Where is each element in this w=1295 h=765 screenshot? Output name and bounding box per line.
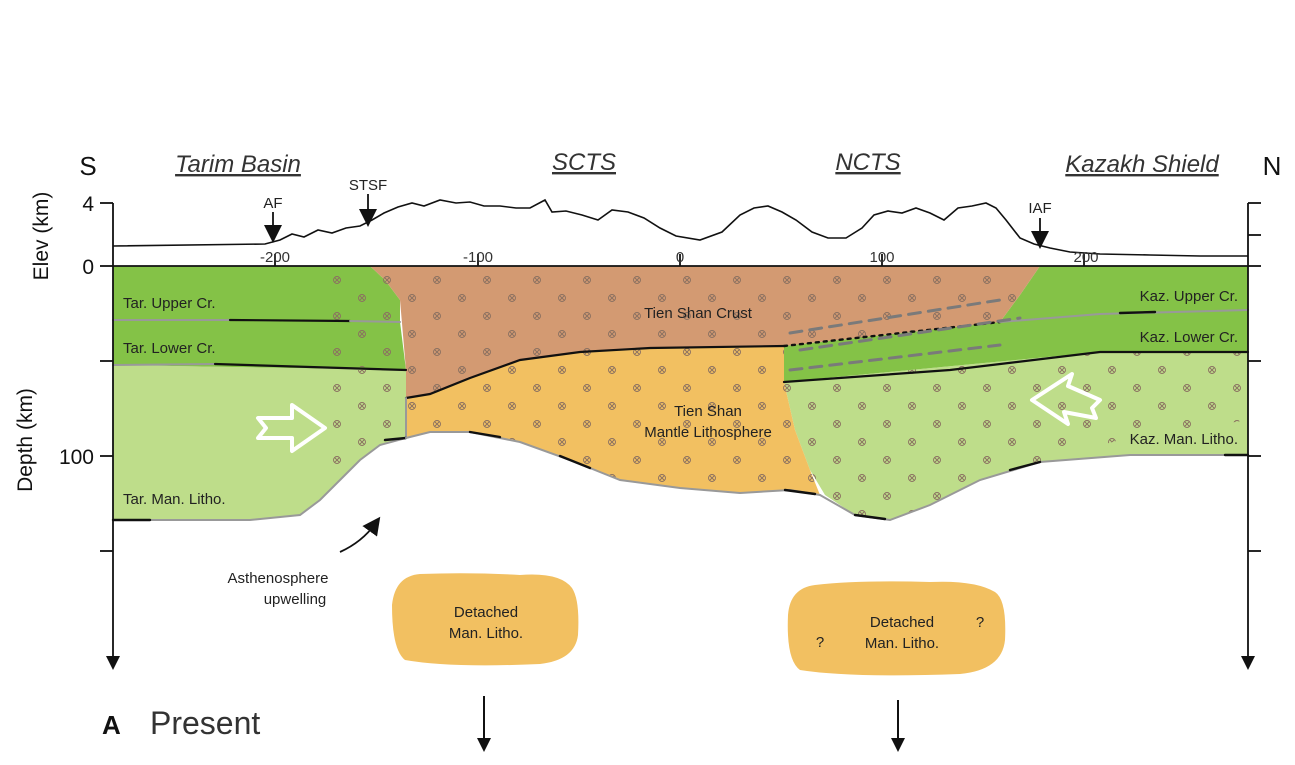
- fault-stsf-label: STSF: [349, 177, 387, 194]
- region-kazakh-shield: Kazakh Shield: [1065, 151, 1219, 178]
- direction-north: N: [1263, 151, 1282, 181]
- question-mark-left: ?: [816, 634, 824, 651]
- distance-tick: 0: [676, 249, 684, 266]
- label-kaz-upper-crust: Kaz. Upper Cr.: [1140, 288, 1238, 305]
- label-tienshan-mantle-line1: Tien Shan: [674, 403, 742, 420]
- elev-axis-label: Elev (km): [30, 192, 53, 281]
- depth-axis-label: Depth (km): [14, 388, 37, 492]
- label-detached-left-line1: Detached: [454, 604, 518, 621]
- ncts-fabric-lines: [788, 298, 1022, 372]
- tarim-upper-crust: [113, 266, 400, 322]
- elev-tick-4: 4: [82, 193, 94, 216]
- label-tar-upper-crust: Tar. Upper Cr.: [123, 295, 216, 312]
- elev-tick-0: 0: [82, 256, 94, 279]
- convergence-arrow-north: [1030, 372, 1102, 426]
- panel-letter: A: [102, 710, 121, 740]
- elevation-profile: [112, 198, 1248, 257]
- fault-iaf-label: IAF: [1028, 200, 1051, 217]
- fault-af-label: AF: [263, 195, 282, 212]
- label-kaz-mantle: Kaz. Man. Litho.: [1130, 431, 1238, 448]
- sinking-arrow-left: [477, 738, 491, 752]
- distance-tick: 200: [1073, 249, 1098, 266]
- region-ncts: NCTS: [835, 149, 900, 176]
- kazakh-upper-crust: [1000, 266, 1248, 322]
- distance-tick: -100: [463, 249, 493, 266]
- distance-tick: 100: [869, 249, 894, 266]
- label-upwelling-line1: Asthenosphere: [228, 570, 329, 587]
- label-kaz-lower-crust: Kaz. Lower Cr.: [1140, 329, 1238, 346]
- kazakh-lower-crust: [784, 310, 1248, 382]
- sinking-arrow-right: [891, 738, 905, 752]
- label-detached-right-line1: Detached: [870, 614, 934, 631]
- detached-mantle-left: [392, 573, 579, 666]
- direction-south: S: [79, 151, 96, 181]
- label-tar-mantle: Tar. Man. Litho.: [123, 491, 226, 508]
- label-tienshan-mantle-line2: Mantle Lithosphere: [644, 424, 772, 441]
- panel-title: Present: [150, 705, 260, 741]
- label-upwelling-line2: upwelling: [264, 591, 327, 608]
- convergence-arrow-south: [256, 403, 327, 453]
- label-tar-lower-crust: Tar. Lower Cr.: [123, 340, 216, 357]
- label-detached-left-line2: Man. Litho.: [449, 625, 523, 642]
- question-mark-right: ?: [976, 614, 984, 631]
- depth-tick-100: 100: [59, 446, 94, 469]
- detached-mantle-right: [787, 581, 1006, 676]
- upwelling-arrow: [339, 516, 381, 553]
- region-tarim-basin: Tarim Basin: [175, 151, 301, 178]
- distance-tick: -200: [260, 249, 290, 266]
- region-scts: SCTS: [552, 149, 616, 176]
- label-tienshan-crust: Tien Shan Crust: [644, 305, 753, 322]
- label-detached-right-line2: Man. Litho.: [865, 635, 939, 652]
